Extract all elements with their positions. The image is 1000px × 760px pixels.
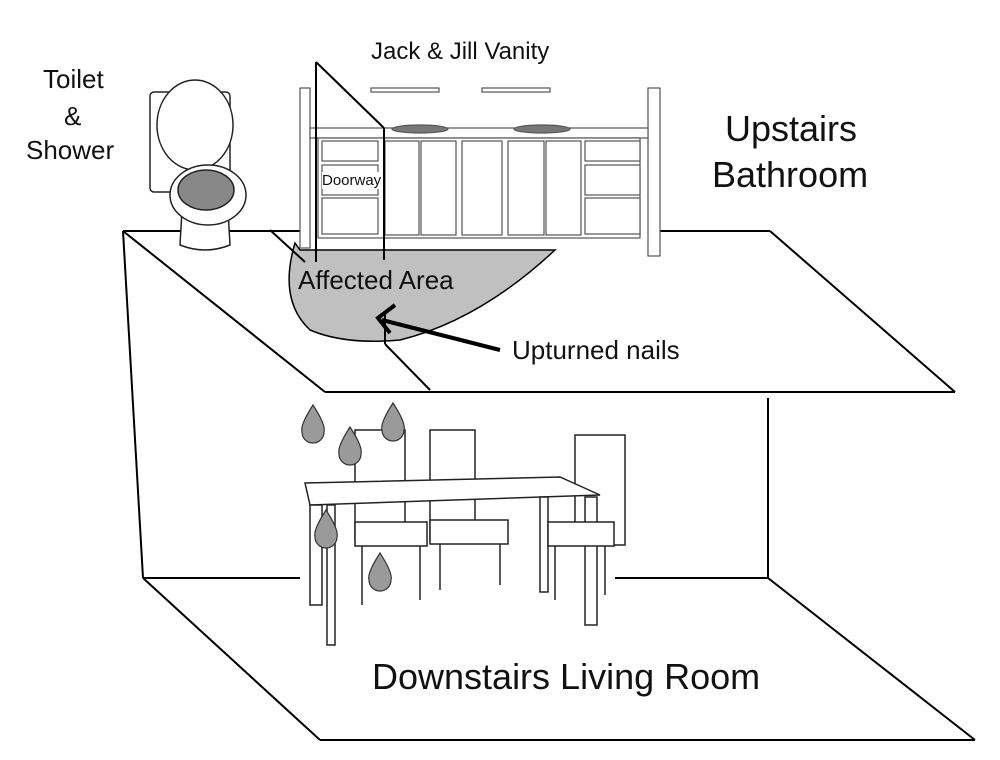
downstairs-label: Downstairs Living Room — [372, 656, 761, 697]
doorway-lines — [269, 61, 431, 391]
upstairs-floor — [122, 230, 956, 393]
drop-icon — [314, 508, 338, 549]
toilet-label-line2: & — [64, 101, 82, 131]
drop-icon — [381, 401, 405, 442]
toilet-illustration — [149, 79, 247, 251]
affected-area-shape — [288, 241, 557, 342]
vanity-label: Jack & Jill Vanity — [371, 38, 550, 65]
upstairs-label-line2: Bathroom — [712, 154, 869, 195]
water-drops — [301, 401, 405, 592]
nails-arrow — [375, 303, 501, 352]
drop-icon — [301, 403, 325, 444]
doorway-label: Doorway — [322, 172, 382, 189]
vanity-illustration — [299, 87, 661, 257]
affected-area-label: Affected Area — [298, 265, 454, 295]
upturned-nails-label: Upturned nails — [512, 335, 680, 365]
upstairs-label-line1: Upstairs — [725, 108, 858, 149]
downstairs-room — [122, 230, 976, 741]
toilet-label-line1: Toilet — [43, 64, 104, 94]
drop-icon — [338, 425, 362, 466]
toilet-label-line3: Shower — [26, 135, 115, 165]
dining-set-illustration — [304, 429, 626, 646]
drop-icon — [368, 551, 392, 592]
